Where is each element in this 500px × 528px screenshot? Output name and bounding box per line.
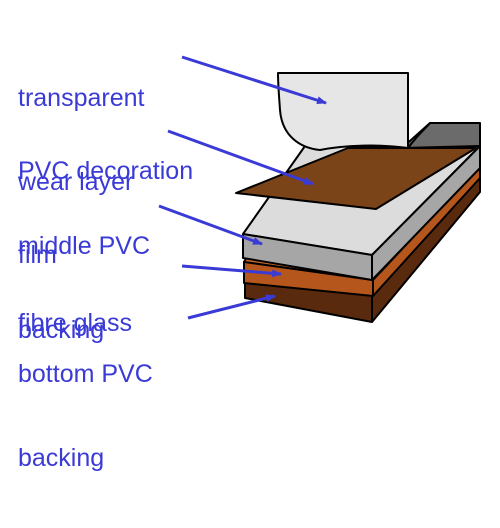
- pointer-arrows: [158, 55, 327, 320]
- decoration-film-sheet: [235, 147, 477, 210]
- label-line: PVC decoration: [18, 157, 194, 185]
- label-line: film: [18, 241, 57, 269]
- label-bottom-pvc-backing: bottom PVC backing: [18, 304, 153, 528]
- pvc-decoration-film-layer: [235, 147, 477, 210]
- label-line: middle PVC: [18, 232, 150, 260]
- label-line: fibre glass: [18, 309, 132, 337]
- label-pvc-decoration-film: PVC decoration film: [18, 101, 193, 325]
- arrow-wear-layer: [181, 55, 327, 105]
- label-middle-pvc-backing: middle PVC backing: [18, 176, 150, 400]
- transparent-wear-layer: [277, 72, 481, 151]
- label-fibre-glass: fibre glass: [18, 253, 132, 393]
- label-line: wear layer: [18, 168, 134, 196]
- arrow-bottom-backing: [187, 294, 276, 320]
- diagram-canvas: transparent wear layer PVC decoration fi…: [18, 28, 481, 472]
- label-line: backing: [18, 444, 105, 472]
- wear-layer-shadow: [401, 122, 481, 149]
- label-transparent-wear-layer: transparent wear layer: [18, 28, 144, 252]
- label-line: backing: [18, 316, 105, 344]
- label-line: transparent: [18, 84, 145, 112]
- wear-layer-fold: [407, 122, 431, 149]
- arrow-middle-backing: [158, 204, 263, 246]
- middle-backing-right-face: [371, 145, 481, 281]
- arrow-decoration-film: [167, 129, 314, 186]
- layer-stack-diagram: [158, 55, 481, 323]
- arrow-fibre-glass: [181, 264, 282, 278]
- label-line: bottom PVC: [18, 360, 153, 388]
- wear-layer-sheet: [277, 72, 409, 151]
